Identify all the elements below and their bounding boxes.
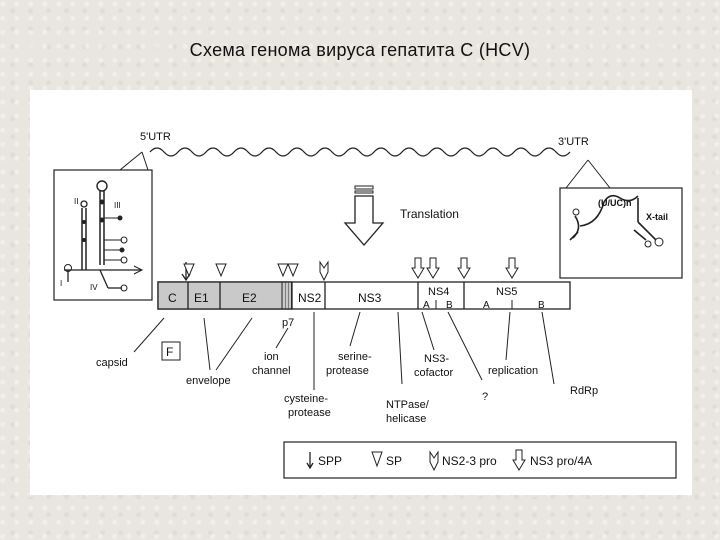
slide-title: Схема генома вируса гепатита С (HCV) <box>189 40 531 60</box>
gene-ns3: NS3 <box>358 291 382 305</box>
gene-e2: E2 <box>242 291 257 305</box>
ion-label: ion <box>264 351 279 363</box>
gene-ns2: NS2 <box>298 291 322 305</box>
ns3pro-marker-1 <box>411 257 425 279</box>
cysteine-protease-label: protease <box>288 407 331 419</box>
ns3pro-marker-2 <box>426 257 440 279</box>
ires-domain-i: I <box>60 279 62 288</box>
gene-e1: E1 <box>194 291 209 305</box>
serine-label: serine- <box>338 351 372 363</box>
serine-protease-label: protease <box>326 365 369 377</box>
helicase-label: helicase <box>386 413 426 425</box>
ns3pro-marker-3 <box>457 257 471 279</box>
genome-diagram: 5'UTR 3'UTR Translation <box>53 131 683 479</box>
tail-structure: (U/UC)n X-tail <box>559 159 683 279</box>
tail-poly-label: (U/UC)n <box>598 198 632 208</box>
f-label: F <box>166 345 173 359</box>
legend-sp: SP <box>386 454 402 468</box>
leader-lines <box>133 311 555 390</box>
genome-figure: 5'UTR 3'UTR Translation <box>30 90 692 495</box>
cofactor-ns3-label: NS3- <box>424 353 449 365</box>
p7-label: p7 <box>282 317 294 329</box>
rdrp-label: RdRp <box>570 385 598 397</box>
sp-marker-3 <box>277 263 289 278</box>
polyprotein-bar <box>157 281 571 310</box>
legend-spp: SPP <box>318 454 342 468</box>
ns23-pro-marker <box>319 260 329 282</box>
sp-marker-4 <box>287 263 299 278</box>
sp-marker-1 <box>183 263 195 278</box>
gene-ns5b: B <box>538 300 545 311</box>
f-box <box>161 341 181 361</box>
legend <box>283 441 677 479</box>
ns3pro-marker-4 <box>505 257 519 279</box>
cysteine-label: cysteine- <box>284 393 328 405</box>
gene-ns5a: A <box>483 300 490 311</box>
question-label: ? <box>482 391 488 403</box>
utr3-label: 3'UTR <box>558 136 589 148</box>
gene-ns4b: B <box>446 300 453 311</box>
rna-strand <box>149 147 571 157</box>
envelope-label: envelope <box>186 375 231 387</box>
legend-ns34a: NS3 pro/4A <box>530 454 592 468</box>
ires-domain-iv: IV <box>90 283 98 292</box>
gene-ns4: NS4 <box>428 286 449 298</box>
translation-label: Translation <box>400 207 459 221</box>
legend-ns23: NS2-3 pro <box>442 454 497 468</box>
channel-label: channel <box>252 365 291 377</box>
gene-ns5: NS5 <box>496 286 517 298</box>
cofactor-label: cofactor <box>414 367 453 379</box>
sp-marker-2 <box>215 263 227 278</box>
ires-structure: II III I IV <box>53 151 153 301</box>
ires-domain-iii: III <box>114 201 121 210</box>
ntpase-label: NTPase/ <box>386 399 430 411</box>
capsid-label: capsid <box>96 357 128 369</box>
gene-c: C <box>168 291 177 305</box>
gene-ns4a: A <box>423 300 430 311</box>
replication-label: replication <box>488 365 538 377</box>
utr5-label: 5'UTR <box>140 131 171 143</box>
ires-domain-ii: II <box>74 197 78 206</box>
translation-arrow <box>343 185 385 246</box>
tail-xtail-label: X-tail <box>646 212 668 222</box>
